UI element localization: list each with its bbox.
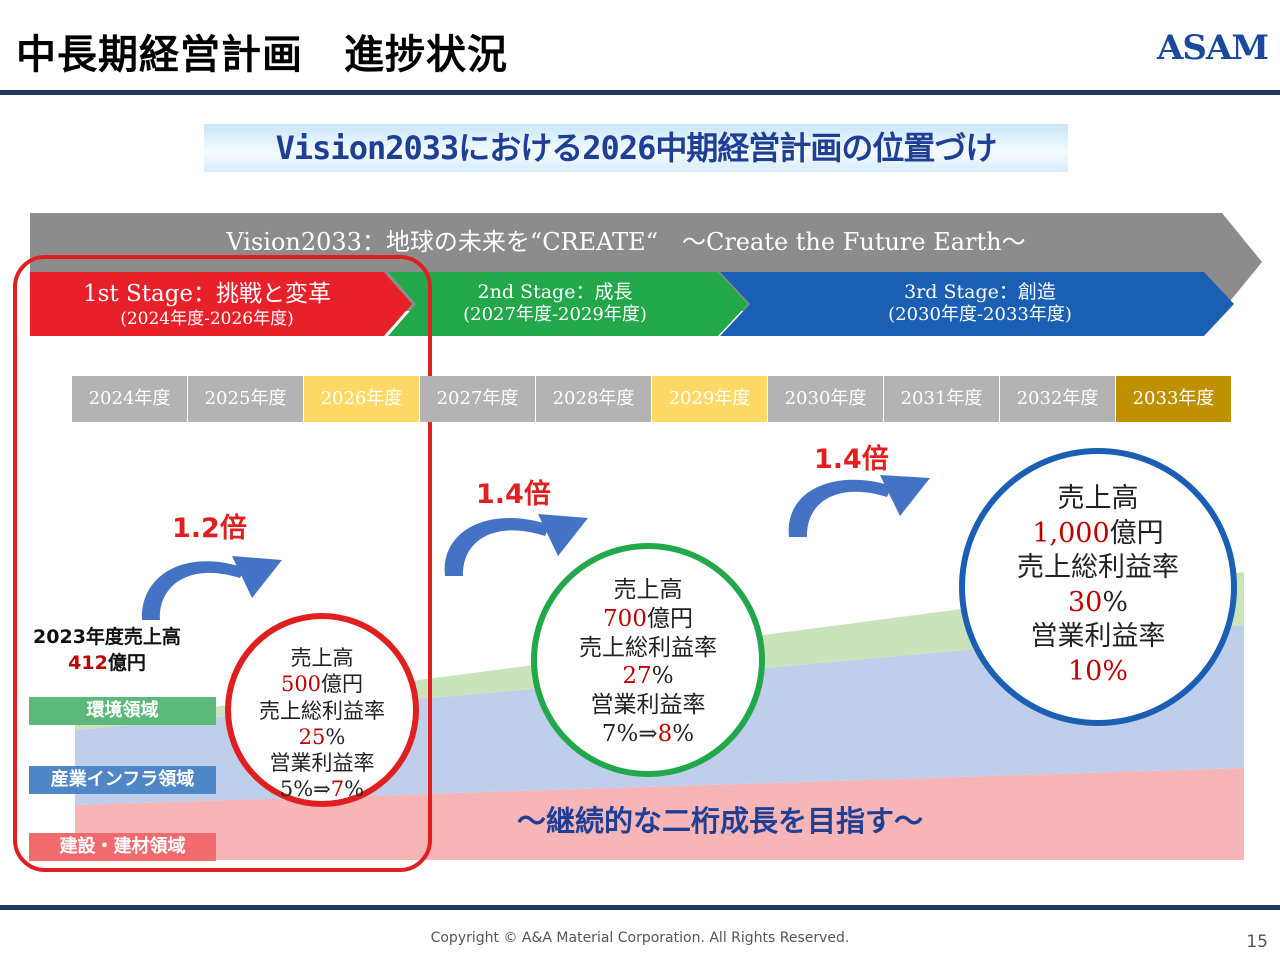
page-number: 15: [1246, 932, 1268, 952]
year-cell: 2031年度: [884, 376, 999, 422]
target-circle-2033: [959, 448, 1237, 726]
sales-unit: 億円: [1109, 517, 1164, 549]
gross-margin-value: 30: [1067, 586, 1103, 618]
domain-construction: 建設・建材領域: [29, 833, 216, 861]
stage-3-label: 3rd Stage：創造 (2030年度-2033年度): [760, 280, 1200, 326]
operating-margin-to: 8: [657, 720, 673, 747]
stage-2-label: 2nd Stage：成長 (2027年度-2029年度): [405, 280, 705, 326]
growth-arrow-3: [788, 475, 930, 537]
slide-subtitle: Vision2033における2026中期経営計画の位置づけ: [275, 129, 998, 167]
sales-value: 500: [280, 672, 322, 697]
stage-3-chevron: [720, 272, 1234, 336]
multiplier-label: 1.4倍: [476, 479, 551, 510]
stage-1-chevron: [30, 272, 412, 336]
stage-1-period: (2024年度-2026年度): [120, 309, 294, 329]
page-title: 中長期経営計画 進捗状況: [16, 32, 508, 78]
stage-2-name: 2nd Stage：成長: [477, 281, 633, 303]
year-cell: 2024年度: [72, 376, 187, 422]
gross-margin-unit: %: [325, 724, 346, 749]
growth-arrow-2: [444, 514, 588, 576]
target-circle-2029: [531, 543, 765, 777]
asam-logo: ASAM: [1157, 28, 1269, 68]
gross-margin-unit: %: [1102, 586, 1128, 618]
gross-margin-value: 27: [622, 663, 652, 690]
domain-industrial-infra: 産業インフラ領域: [29, 766, 216, 794]
multiplier-label: 1.2倍: [172, 513, 247, 544]
baseline-value: 412: [68, 652, 108, 674]
stage-2-period: (2027年度-2029年度): [463, 304, 647, 325]
year-cell: 2033年度: [1116, 376, 1231, 422]
construction-area: [75, 768, 1244, 860]
target-2026-text: 売上高 500億円 売上総利益率 25% 営業利益率 5%⇒7%: [232, 645, 412, 803]
year-cell: 2026年度: [304, 376, 419, 422]
stage-1-label: 1st Stage：挑戦と変革 (2024年度-2026年度): [30, 280, 384, 330]
gross-margin-label: 売上総利益率: [1017, 552, 1179, 584]
baseline-sales: 2023年度売上高 412億円: [22, 624, 192, 676]
operating-margin-label: 営業利益率: [269, 751, 375, 775]
growth-arrow-1: [141, 556, 282, 620]
operating-margin-from: 5%⇒: [279, 777, 331, 802]
stage-2-chevron: [388, 272, 748, 336]
vision-banner-text: Vision2033：地球の未来を“CREATE“ ～Create the Fu…: [226, 228, 1026, 256]
year-cell: 2025年度: [188, 376, 303, 422]
operating-margin-label: 営業利益率: [590, 692, 706, 718]
year-cell: 2032年度: [1000, 376, 1115, 422]
growth-message: ～継続的な二桁成長を目指す～: [516, 804, 923, 838]
stage-1-name: 1st Stage：挑戦と変革: [82, 281, 332, 307]
subtitle-background: [204, 124, 1068, 172]
year-cell: 2029年度: [652, 376, 767, 422]
operating-margin-label: 営業利益率: [1030, 621, 1166, 653]
baseline-label: 2023年度売上高: [33, 626, 181, 648]
operating-margin-from: 7%⇒: [601, 720, 658, 747]
target-circle-2026: [225, 613, 419, 807]
operating-margin-value: 10%: [1067, 655, 1128, 687]
sales-label: 売上高: [1057, 483, 1139, 514]
sales-unit: 億円: [321, 672, 364, 697]
header-divider: [0, 90, 1280, 95]
domain-environment: 環境領域: [29, 697, 216, 725]
footer-divider: [0, 905, 1280, 910]
stage-3-period: (2030年度-2033年度): [888, 304, 1072, 325]
operating-margin-to: 7: [330, 777, 345, 802]
multiplier-label: 1.4倍: [814, 444, 889, 475]
baseline-unit: 億円: [107, 652, 146, 674]
gross-margin-label: 売上総利益率: [579, 634, 717, 661]
gross-margin-label: 売上総利益率: [259, 698, 385, 723]
year-cell: 2027年度: [420, 376, 535, 422]
gross-margin-value: 25: [298, 724, 326, 749]
sales-label: 売上高: [290, 646, 354, 670]
stage-3-name: 3rd Stage：創造: [904, 281, 1056, 303]
year-cell: 2030年度: [768, 376, 883, 422]
year-cell: 2028年度: [536, 376, 651, 422]
gross-margin-unit: %: [651, 663, 674, 690]
sales-label: 売上高: [613, 577, 683, 603]
target-2029-text: 売上高 700億円 売上総利益率 27% 営業利益率 7%⇒8%: [548, 576, 748, 749]
stage-1-highlight-frame: [13, 255, 432, 872]
operating-margin-unit: %: [344, 777, 365, 802]
copyright-notice: Copyright © A&A Material Corporation. Al…: [430, 930, 850, 946]
target-2033-text: 売上高 1,000億円 売上総利益率 30% 営業利益率 10%: [978, 482, 1218, 689]
sales-unit: 億円: [646, 605, 693, 632]
sales-value: 700: [603, 605, 647, 632]
operating-margin-unit: %: [672, 720, 695, 747]
sales-value: 1,000: [1032, 517, 1110, 549]
